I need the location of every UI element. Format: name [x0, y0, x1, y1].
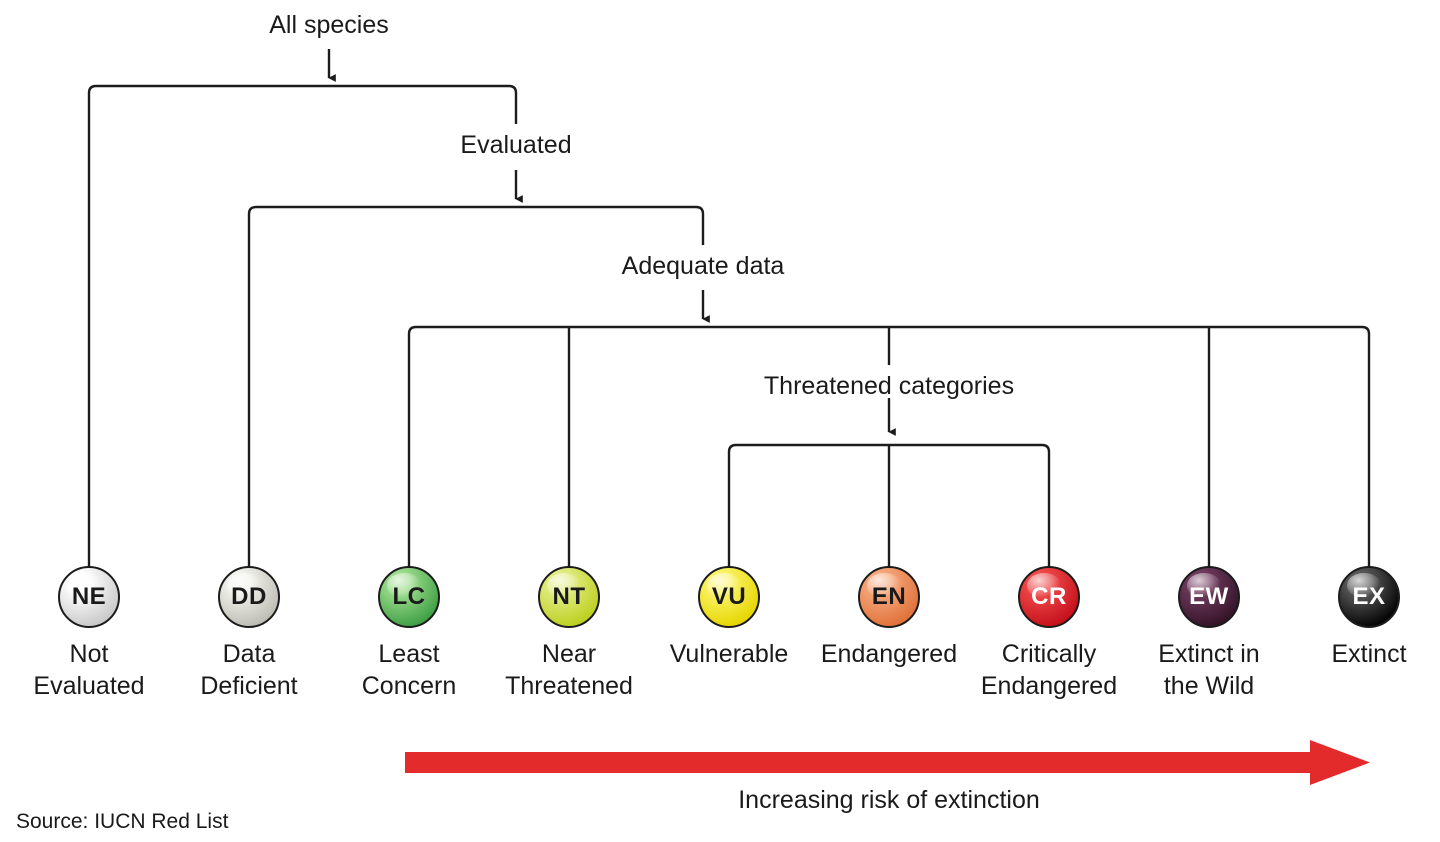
- badge-vu: VU: [698, 566, 760, 628]
- badge-dd: DD: [218, 566, 280, 628]
- category-not-evaluated: NE Not Evaluated: [0, 566, 189, 702]
- category-endangered: EN Endangered: [789, 566, 989, 670]
- badge-lc: LC: [378, 566, 440, 628]
- flow-label-evaluated: Evaluated: [460, 131, 572, 159]
- badge-ew: EW: [1178, 566, 1240, 628]
- increasing-risk-label: Increasing risk of extinction: [738, 786, 1040, 814]
- category-label-data-deficient: Data Deficient: [200, 640, 298, 700]
- badge-code-vu: VU: [711, 583, 747, 610]
- category-label-endangered: Endangered: [820, 640, 958, 668]
- category-label-critically-endangered: Critically Endangered: [980, 640, 1118, 700]
- badge-code-ne: NE: [71, 583, 107, 610]
- badge-code-ex: EX: [1352, 583, 1386, 610]
- badge-code-lc: LC: [392, 583, 426, 610]
- category-label-least-concern: Least Concern: [361, 640, 457, 700]
- badge-code-ew: EW: [1189, 583, 1229, 610]
- bracket-threatened: [727, 443, 1051, 570]
- badge-nt: NT: [538, 566, 600, 628]
- category-least-concern: LC Least Concern: [309, 566, 509, 702]
- badge-code-nt: NT: [552, 583, 586, 610]
- badge-code-en: EN: [871, 583, 907, 610]
- category-label-extinct: Extinct: [1331, 640, 1407, 668]
- category-near-threatened: NT Near Threatened: [469, 566, 669, 702]
- category-label-extinct-in-the-wild: Extinct in the Wild: [1158, 640, 1260, 700]
- badge-code-dd: DD: [231, 583, 267, 610]
- source-note: Source: IUCN Red List: [16, 810, 229, 833]
- category-data-deficient: DD Data Deficient: [149, 566, 349, 702]
- category-extinct-in-the-wild: EW Extinct in the Wild: [1109, 566, 1309, 702]
- bracket-adequate-data: [407, 325, 1371, 570]
- category-critically-endangered: CR Critically Endangered: [949, 566, 1149, 702]
- category-label-vulnerable: Vulnerable: [669, 640, 789, 668]
- flow-label-adequate-data: Adequate data: [621, 252, 785, 280]
- increasing-risk-arrow: [405, 740, 1370, 785]
- badge-en: EN: [858, 566, 920, 628]
- badge-cr: CR: [1018, 566, 1080, 628]
- flow-label-threatened-categories: Threatened categories: [763, 372, 1015, 400]
- category-vulnerable: VU Vulnerable: [629, 566, 829, 670]
- category-extinct: EX Extinct: [1269, 566, 1440, 670]
- badge-ne: NE: [58, 566, 120, 628]
- flow-label-all-species: All species: [269, 11, 389, 39]
- category-label-near-threatened: Near Threatened: [505, 640, 633, 700]
- badge-ex: EX: [1338, 566, 1400, 628]
- badge-code-cr: CR: [1031, 583, 1067, 610]
- bracket-all-species: [87, 84, 518, 570]
- category-label-not-evaluated: Not Evaluated: [33, 640, 145, 700]
